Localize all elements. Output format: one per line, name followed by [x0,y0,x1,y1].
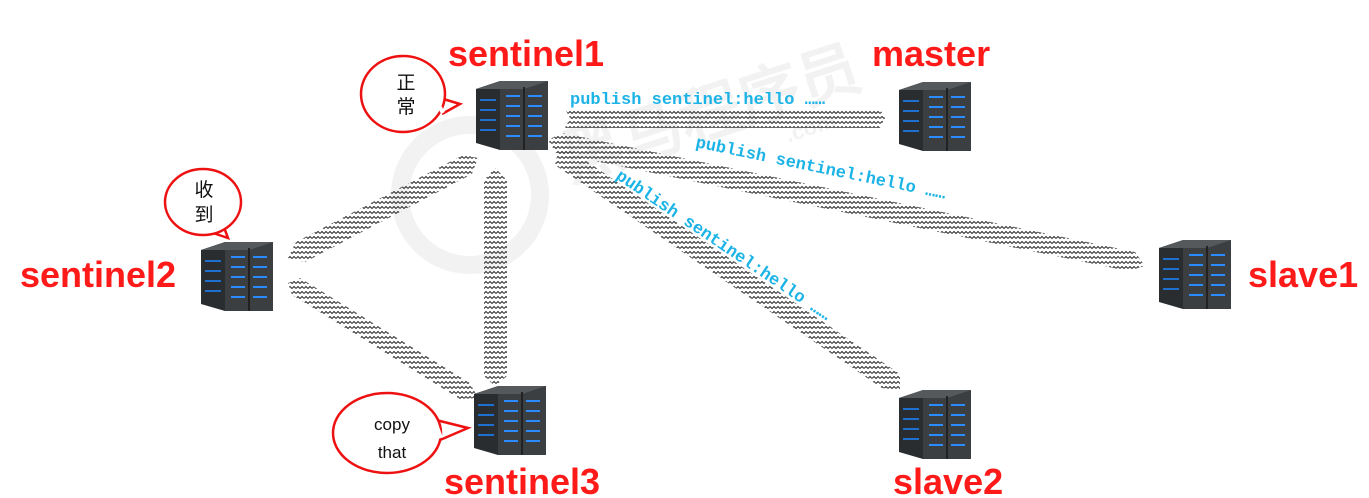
speech-bubble-sentinel3: copy that [331,391,472,475]
bubble-text-sentinel3-line2: that [378,443,407,462]
arrow-sentinel1-master [565,109,885,128]
bubble-text-sentinel2-line1: 收 [194,179,213,201]
server-icon-slave1 [1158,239,1232,310]
server-icon-slave2 [898,389,972,460]
label-slave1: slave1 [1248,254,1358,295]
server-icon-sentinel2 [200,241,274,312]
arrow-sentinel1-slave1 [548,133,1145,271]
arrows [288,109,1145,399]
bubble-text-sentinel3-line1: copy [374,415,410,434]
label-slave2: slave2 [893,461,1003,498]
label-sentinel1: sentinel1 [448,33,604,74]
message-to-master: publish sentinel:hello …… [570,91,825,110]
label-sentinel3: sentinel3 [444,461,600,498]
speech-bubble-sentinel1: 正 常 [359,54,464,134]
bubble-text-sentinel1-line1: 正 [396,72,415,94]
bubble-text-sentinel2-line2: 到 [194,204,213,226]
speech-bubble-sentinel2: 收 到 [163,167,243,241]
label-master: master [872,33,990,74]
server-icon-master [898,81,972,152]
arrow-sentinel1-sentinel3 [484,168,507,386]
server-icon-sentinel3 [473,385,547,456]
label-sentinel2: sentinel2 [20,254,176,295]
server-icon-sentinel1 [475,80,549,151]
arrow-sentinel2-sentinel3 [288,278,478,399]
bubble-text-sentinel1-line2: 常 [396,96,415,118]
arrow-sentinel1-sentinel2 [288,155,478,262]
arrow-sentinel1-slave2 [555,150,900,390]
